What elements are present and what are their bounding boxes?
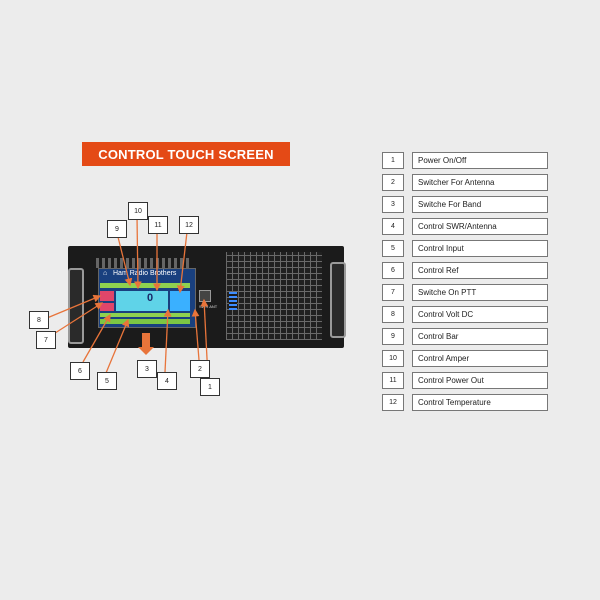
legend-label: Control Bar xyxy=(412,328,548,345)
legend-label: Control Power Out xyxy=(412,372,548,389)
band-down-arrow xyxy=(138,333,154,355)
arrow-5 xyxy=(105,318,130,374)
callout-1: 1 xyxy=(200,378,220,396)
legend-label: Control Temperature xyxy=(412,394,548,411)
legend-number: 8 xyxy=(382,306,404,323)
screen-title: Ham Radio Brothers xyxy=(113,270,177,277)
legend-number: 2 xyxy=(382,174,404,191)
legend-number: 10 xyxy=(382,350,404,367)
legend-label: Power On/Off xyxy=(412,152,548,169)
arrow-10 xyxy=(134,215,142,290)
legend-label: Control Amper xyxy=(412,350,548,367)
callout-4: 4 xyxy=(157,372,177,390)
callout-2: 2 xyxy=(190,360,210,378)
legend-number: 9 xyxy=(382,328,404,345)
legend-row: 1 Power On/Off xyxy=(382,152,548,169)
legend-row: 2 Switcher For Antenna xyxy=(382,174,548,191)
arrow-4 xyxy=(163,308,172,373)
page-title: CONTROL TOUCH SCREEN xyxy=(82,142,290,166)
legend-row: 9 Control Bar xyxy=(382,328,548,345)
legend-row: 12 Control Temperature xyxy=(382,394,548,411)
input-bar xyxy=(100,313,190,317)
control-bar xyxy=(100,283,190,288)
legend-row: 7 Switche On PTT xyxy=(382,284,548,301)
legend-row: 3 Switche For Band xyxy=(382,196,548,213)
callout-6: 6 xyxy=(70,362,90,380)
top-vent xyxy=(96,258,192,268)
legend-number: 5 xyxy=(382,240,404,257)
temperature-panel xyxy=(170,291,190,311)
legend-row: 6 Control Ref xyxy=(382,262,548,279)
legend-number: 4 xyxy=(382,218,404,235)
callout-11: 11 xyxy=(148,216,168,234)
legend-number: 12 xyxy=(382,394,404,411)
legend-label: Control Volt DC xyxy=(412,306,548,323)
home-icon: ⌂ xyxy=(103,270,108,277)
legend-number: 3 xyxy=(382,196,404,213)
power-panel xyxy=(116,291,168,311)
legend-label: Switche For Band xyxy=(412,196,548,213)
right-handle xyxy=(330,262,346,338)
callout-8: 8 xyxy=(29,311,49,329)
callout-12: 12 xyxy=(179,216,199,234)
band-buttons xyxy=(100,319,190,324)
legend-label: Control Ref xyxy=(412,262,548,279)
legend-number: 11 xyxy=(382,372,404,389)
callout-5: 5 xyxy=(97,372,117,390)
legend-row: 5 Control Input xyxy=(382,240,548,257)
legend-number: 1 xyxy=(382,152,404,169)
ptt-indicator xyxy=(100,303,114,311)
legend-number: 6 xyxy=(382,262,404,279)
callout-10: 10 xyxy=(128,202,148,220)
callout-7: 7 xyxy=(36,331,56,349)
power-display-digit: 0 xyxy=(147,292,154,304)
volt-dc-indicator xyxy=(100,291,114,301)
legend-row: 4 Control SWR/Antenna xyxy=(382,218,548,235)
legend-number: 7 xyxy=(382,284,404,301)
callout-9: 9 xyxy=(107,220,127,238)
arrow-2 xyxy=(191,308,200,361)
arrow-7 xyxy=(51,302,104,336)
legend-label: Switcher For Antenna xyxy=(412,174,548,191)
arrow-6 xyxy=(82,313,111,363)
legend-label: Switche On PTT xyxy=(412,284,548,301)
arrow-12 xyxy=(176,231,188,294)
legend-label: Control Input xyxy=(412,240,548,257)
arrow-8 xyxy=(46,294,102,319)
led-indicators xyxy=(229,292,237,310)
callout-3: 3 xyxy=(137,360,157,378)
arrow-9 xyxy=(117,236,133,287)
fan-grille xyxy=(226,252,322,340)
legend-label: Control SWR/Antenna xyxy=(412,218,548,235)
legend-row: 11 Control Power Out xyxy=(382,372,548,389)
legend-row: 10 Control Amper xyxy=(382,350,548,367)
legend-row: 8 Control Volt DC xyxy=(382,306,548,323)
